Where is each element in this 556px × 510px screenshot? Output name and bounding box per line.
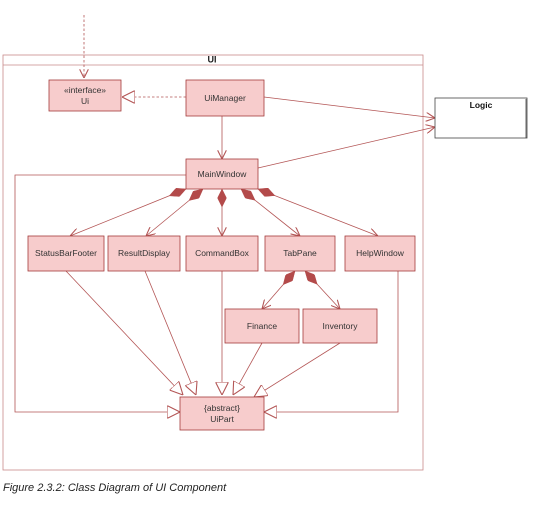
edge-statusbarfooter-uipart xyxy=(65,270,183,395)
finance-name: Finance xyxy=(247,321,278,331)
class-uipart[interactable]: {abstract} UiPart xyxy=(179,396,265,431)
helpwindow-name: HelpWindow xyxy=(356,248,405,258)
edge-inventory-uipart xyxy=(254,342,341,397)
edge-resultdisplay-uipart xyxy=(144,270,196,395)
uipart-stereotype: {abstract} xyxy=(204,403,240,413)
edge-helpwindow-uipart xyxy=(264,271,399,412)
resultdisplay-name: ResultDisplay xyxy=(118,248,171,258)
class-inventory[interactable]: Inventory xyxy=(302,308,378,344)
ui-stereotype: «interface» xyxy=(64,85,106,95)
edge-tabpane-finance xyxy=(262,271,295,309)
edge-mainwindow-tabpane xyxy=(241,189,300,236)
edge-mainwindow-helpwindow xyxy=(258,189,378,236)
edge-finance-uipart xyxy=(233,342,263,395)
class-tabpane[interactable]: TabPane xyxy=(264,235,336,272)
mainwindow-name: MainWindow xyxy=(198,169,248,179)
inventory-name: Inventory xyxy=(323,321,359,331)
edge-uimanager-logic xyxy=(263,96,435,118)
uipart-name: UiPart xyxy=(210,414,234,424)
package-label: UI xyxy=(208,55,217,65)
ui-name: Ui xyxy=(81,96,89,106)
classes: «interface» Ui UiManager MainWindow Stat… xyxy=(27,79,416,431)
class-mainwindow[interactable]: MainWindow xyxy=(185,158,259,190)
edge-mainwindow-resultdisplay xyxy=(146,189,203,236)
class-resultdisplay[interactable]: ResultDisplay xyxy=(107,235,181,272)
commandbox-name: CommandBox xyxy=(195,248,250,258)
class-statusbarfooter[interactable]: StatusBarFooter xyxy=(27,235,105,272)
class-ui[interactable]: «interface» Ui xyxy=(48,79,122,112)
class-helpwindow[interactable]: HelpWindow xyxy=(344,235,416,272)
edge-mainwindow-uipart xyxy=(14,174,186,412)
component-logic[interactable]: Logic xyxy=(434,97,528,139)
ui-package: UI xyxy=(2,55,424,471)
figure-caption: Figure 2.3.2: Class Diagram of UI Compon… xyxy=(3,482,227,494)
class-uimanager[interactable]: UiManager xyxy=(185,79,265,117)
ui-class-diagram: UI «interface» xyxy=(2,15,528,471)
edge-mainwindow-statusbarfooter xyxy=(70,189,186,236)
logic-name: Logic xyxy=(470,100,493,110)
statusbarfooter-name: StatusBarFooter xyxy=(35,248,97,258)
tabpane-name: TabPane xyxy=(283,248,317,258)
edges xyxy=(14,15,435,412)
edge-tabpane-inventory xyxy=(305,271,340,309)
class-commandbox[interactable]: CommandBox xyxy=(185,235,259,272)
edge-mainwindow-logic xyxy=(257,127,435,169)
class-finance[interactable]: Finance xyxy=(224,308,300,344)
uimanager-name: UiManager xyxy=(204,93,246,103)
